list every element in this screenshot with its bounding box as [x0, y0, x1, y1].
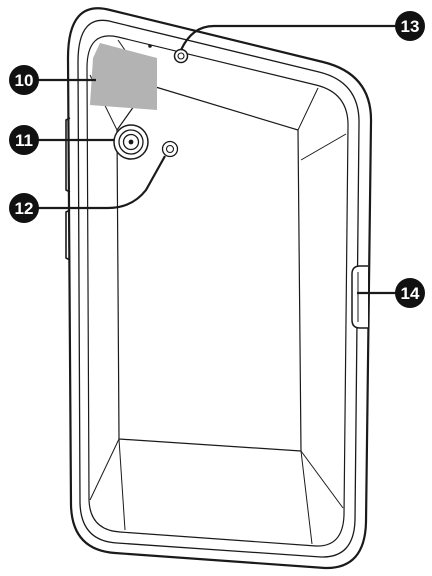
callout-10: 10 — [9, 65, 39, 95]
device-outer-edge — [66, 7, 373, 570]
headset-jack — [173, 48, 189, 64]
back-plate-outline — [86, 35, 349, 547]
callout-12: 12 — [9, 193, 39, 223]
callout-number: 13 — [401, 17, 420, 36]
memory-card-slot — [351, 265, 368, 329]
camera-lens-center — [128, 139, 134, 145]
antenna-area — [90, 43, 157, 110]
flash-inner — [165, 144, 175, 154]
callout-number: 12 — [15, 199, 34, 218]
callout-number: 11 — [15, 131, 33, 150]
microphone-hole — [148, 44, 152, 48]
headset-jack-hole — [177, 52, 185, 60]
callout-number: 10 — [15, 71, 34, 90]
side-key — [65, 209, 71, 261]
bevel-lines — [89, 39, 347, 545]
callout-11: 11 — [9, 125, 39, 155]
rear-camera — [113, 124, 149, 160]
leader-lines — [38, 24, 400, 295]
callout-14: 14 — [395, 278, 425, 308]
leader-line-13 — [180, 24, 398, 51]
flash — [161, 140, 179, 158]
device-inner-rim — [77, 19, 360, 558]
callout-13: 13 — [395, 11, 425, 41]
leader-line-12 — [38, 155, 166, 210]
volume-key — [65, 117, 71, 193]
center-panel — [116, 84, 302, 452]
callout-number: 14 — [401, 284, 420, 303]
